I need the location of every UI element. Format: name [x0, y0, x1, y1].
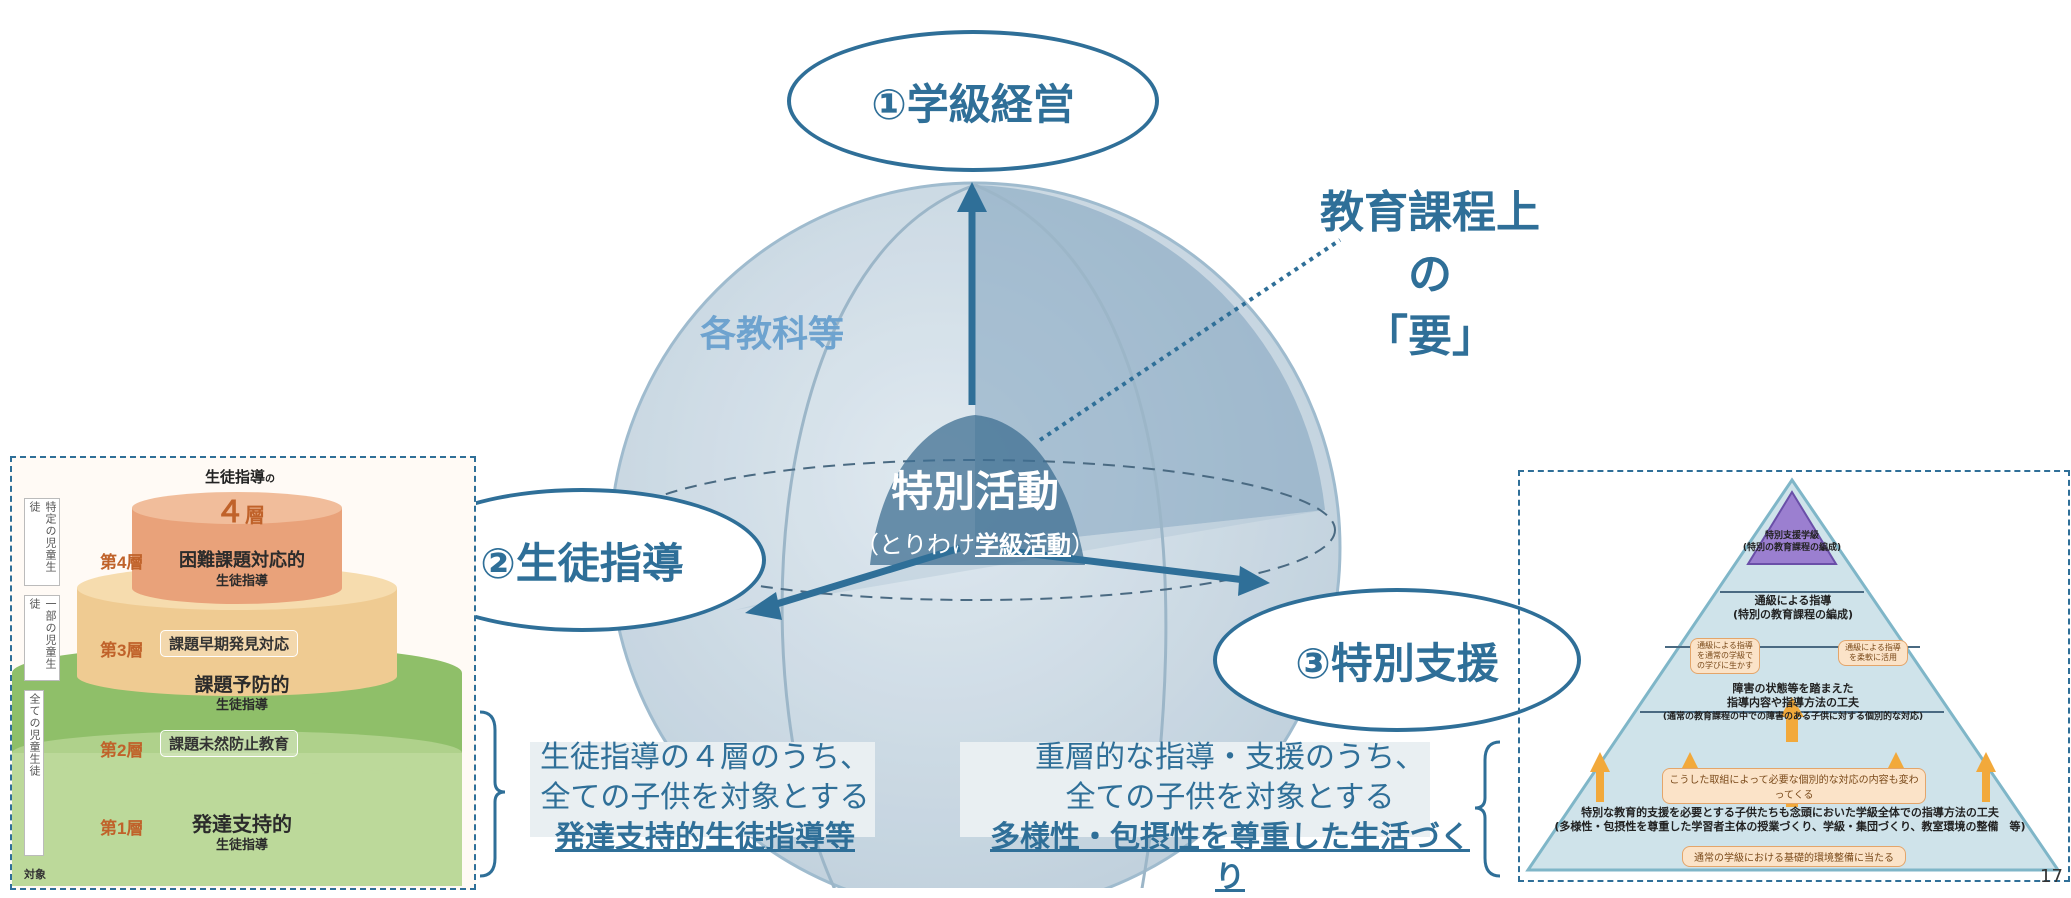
side-label-some: 一部の児童生徒	[24, 595, 60, 681]
side-bottom-label: 対象	[24, 868, 46, 881]
right-caption-shade	[960, 742, 1430, 837]
pyramid-mid-line1: 通級による指導	[1754, 594, 1832, 607]
pyramid-low-line2: 指導内容や指導方法の工夫	[1727, 696, 1859, 709]
right-caption: 重層的な指導・支援のうち、 全ての子供を対象とする 多様性・包摂性を尊重した生活…	[980, 738, 1480, 898]
tier3-main: 課題予防的	[194, 675, 290, 696]
tier3-sub: 生徒指導	[215, 697, 268, 712]
pillar-class-management: ①学級経営	[787, 30, 1159, 172]
pyramid-top-line1: 特別支援学級	[1764, 531, 1819, 541]
tier2-num: 第2層	[100, 741, 144, 760]
left-caption: 生徒指導の４層のうち、 全ての子供を対象とする 発達支持的生徒指導等	[515, 738, 895, 858]
subtitle-link: 学級活動	[975, 531, 1071, 559]
pyramid-mid: 通級による指導 (特別の教育課程の編成)	[1700, 594, 1886, 622]
tier3-num: 第3層	[100, 641, 144, 660]
layers-cake	[12, 492, 462, 886]
side-label-specific: 特定の児童生徒	[24, 498, 60, 586]
tier4-num: 第4層	[100, 553, 144, 572]
tier2-chip: 課題未然防止教育	[160, 730, 299, 757]
tier-4: 第4層 困難課題対応的 生徒指導 第3層 課題早期発見対応 課題予防的 生徒指導…	[12, 458, 472, 886]
layers-title-no: の	[265, 474, 275, 485]
page-number: 17	[2040, 866, 2063, 887]
tier4-main: 困難課題対応的	[179, 550, 305, 570]
left-bracket	[479, 710, 506, 878]
pyramid-band: こうした取組によって必要な個別的な対応の内容も変わってくる	[1662, 768, 1926, 804]
pyramid-base-line2: (多様性・包摂性を尊重した学習者主体の授業づくり、学級・集団づくり、教室環境の整…	[1554, 820, 2026, 833]
right-bracket	[1474, 740, 1501, 878]
layers-title: 生徒指導の ４層	[180, 466, 300, 531]
pyramid-side-left: 通級による指導を通常の学級での学びに生かす	[1690, 638, 1760, 674]
pyramid-figure-frame	[1518, 470, 2070, 882]
tier1-num: 第1層	[100, 819, 144, 838]
pyramid-top-line2: (特別の教育課程の編成)	[1742, 543, 1842, 553]
pyramid-top: 特別支援学級 (特別の教育課程の編成)	[1732, 530, 1852, 554]
left-caption-shade	[530, 742, 875, 837]
sphere-label: 各教科等	[700, 314, 845, 355]
pyramid-mid-line2: (特別の教育課程の編成)	[1732, 608, 1854, 621]
pyramid-base: 特別な教育的支援を必要とする子供たちも念頭においた学級全体での指導方法の工夫 (…	[1540, 806, 2040, 834]
keystone-text: 教育課程上の 「要」	[1300, 182, 1560, 368]
tier3-chip: 課題早期発見対応	[160, 630, 299, 657]
center-title: 特別活動	[890, 467, 1059, 516]
layers-title-unit: 層	[245, 503, 265, 527]
keystone-line2: 「要」	[1364, 311, 1496, 362]
pyramid-base-chip: 通常の学級における基礎的環境整備に当たる	[1682, 846, 1906, 867]
tier1-main: 発達支持的	[192, 814, 292, 836]
tier4-sub: 生徒指導	[215, 573, 268, 588]
pyramid-base-line1: 特別な教育的支援を必要とする子供たちも念頭においた学級全体での指導方法の工夫	[1581, 806, 1999, 819]
left-caption-line3: 発達支持的生徒指導等	[555, 820, 855, 855]
subtitle-pre: （とりわけ	[855, 531, 975, 559]
right-caption-line1: 重層的な指導・支援のうち、	[1035, 740, 1425, 775]
keystone-line1: 教育課程上の	[1320, 187, 1540, 300]
left-caption-line1: 生徒指導の４層のうち、	[540, 740, 870, 775]
layers-title-pre: 生徒指導	[204, 468, 265, 486]
pyramid-side-right: 通級による指導を柔軟に活用	[1838, 640, 1908, 666]
pyramid-low: 障害の状態等を踏まえた 指導内容や指導方法の工夫 (通常の教育課程の中での障害の…	[1630, 682, 1956, 724]
right-caption-line2: 全ての子供を対象とする	[1065, 780, 1395, 815]
pyramid-low-line1: 障害の状態等を踏まえた	[1732, 682, 1854, 695]
tier1-sub: 生徒指導	[215, 837, 268, 852]
layers-title-num: ４	[215, 495, 245, 530]
left-caption-line2: 全ての子供を対象とする	[540, 780, 870, 815]
sphere-body	[608, 181, 1342, 888]
subtitle-post: ）	[1071, 531, 1095, 559]
right-caption-line3: 多様性・包摂性を尊重した生活づくり	[990, 820, 1470, 895]
pyramid-low-line3: (通常の教育課程の中での障害のある子供に対する個別的な対応)	[1662, 712, 1924, 722]
center-subtitle: （とりわけ学級活動）	[845, 525, 1105, 560]
side-label-all: 全ての児童生徒	[24, 690, 44, 856]
